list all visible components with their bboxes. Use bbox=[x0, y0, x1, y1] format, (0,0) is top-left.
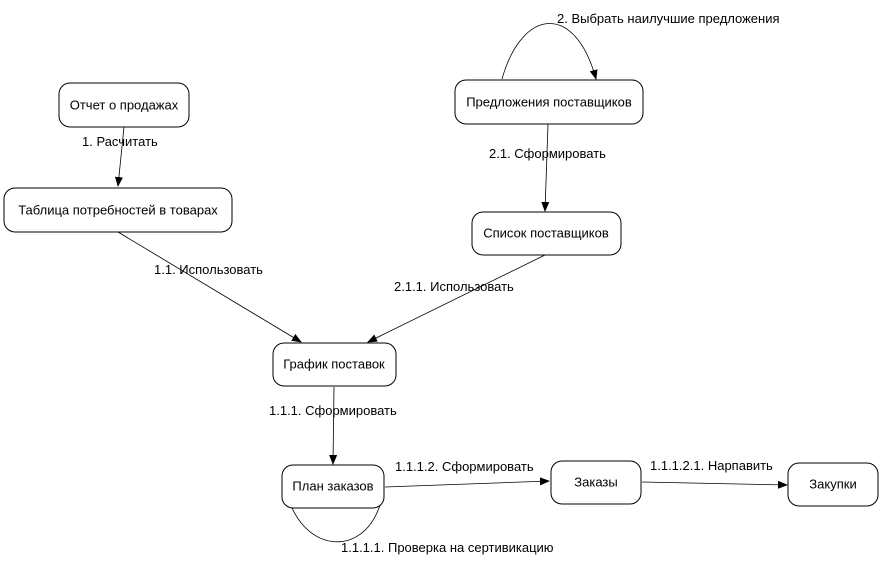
node-label-needs-table: Таблица потребностей в товарах bbox=[18, 203, 218, 218]
node-label-supplier-offers: Предложения поставщиков bbox=[466, 95, 632, 110]
edge-label-calc: 1. Расчитать bbox=[82, 134, 158, 149]
edge-form-orders bbox=[384, 477, 550, 488]
edge-calc bbox=[114, 126, 125, 187]
node-delivery-schedule: График поставок bbox=[272, 342, 397, 387]
edge-label-use-list: 2.1.1. Использовать bbox=[394, 279, 514, 294]
node-label-supplier-list: Список поставщиков bbox=[483, 226, 609, 241]
node-label-purchases: Закупки bbox=[809, 477, 856, 492]
edge-label-form-list: 2.1. Сформировать bbox=[489, 146, 606, 161]
node-supplier-offers: Предложения поставщиков bbox=[454, 79, 644, 125]
edge-label-form-plan: 1.1.1. Сформировать bbox=[269, 403, 397, 418]
node-label-delivery-schedule: График поставок bbox=[283, 357, 385, 372]
node-purchases: Закупки bbox=[787, 462, 879, 507]
node-label-orders: Заказы bbox=[574, 475, 617, 490]
edge-choose-best bbox=[501, 23, 598, 80]
edge-label-form-orders: 1.1.1.2. Сформировать bbox=[395, 459, 534, 474]
node-needs-table: Таблица потребностей в товарах bbox=[3, 187, 233, 233]
edge-label-choose-best: 2. Выбрать наилучшие предложения bbox=[557, 11, 780, 26]
edge-form-list bbox=[541, 123, 550, 212]
node-label-order-plan: План заказов bbox=[292, 479, 373, 494]
node-order-plan: План заказов bbox=[281, 464, 385, 509]
node-supplier-list: Список поставщиков bbox=[471, 211, 622, 256]
edge-label-send: 1.1.1.2.1. Нарпавить bbox=[650, 458, 773, 473]
edge-label-certification-check: 1.1.1.1. Проверка на сертивикацию bbox=[341, 540, 554, 555]
edge-label-use-table: 1.1. Использовать bbox=[154, 262, 263, 277]
node-sales-report: Отчет о продажах bbox=[58, 82, 190, 128]
node-label-sales-report: Отчет о продажах bbox=[70, 98, 179, 113]
edge-certification-check bbox=[284, 489, 381, 543]
edge-use-list bbox=[367, 254, 546, 343]
edge-send bbox=[641, 480, 788, 489]
edge-use-table bbox=[117, 231, 302, 343]
edge-form-plan bbox=[329, 386, 338, 465]
node-orders: Заказы bbox=[550, 460, 642, 505]
